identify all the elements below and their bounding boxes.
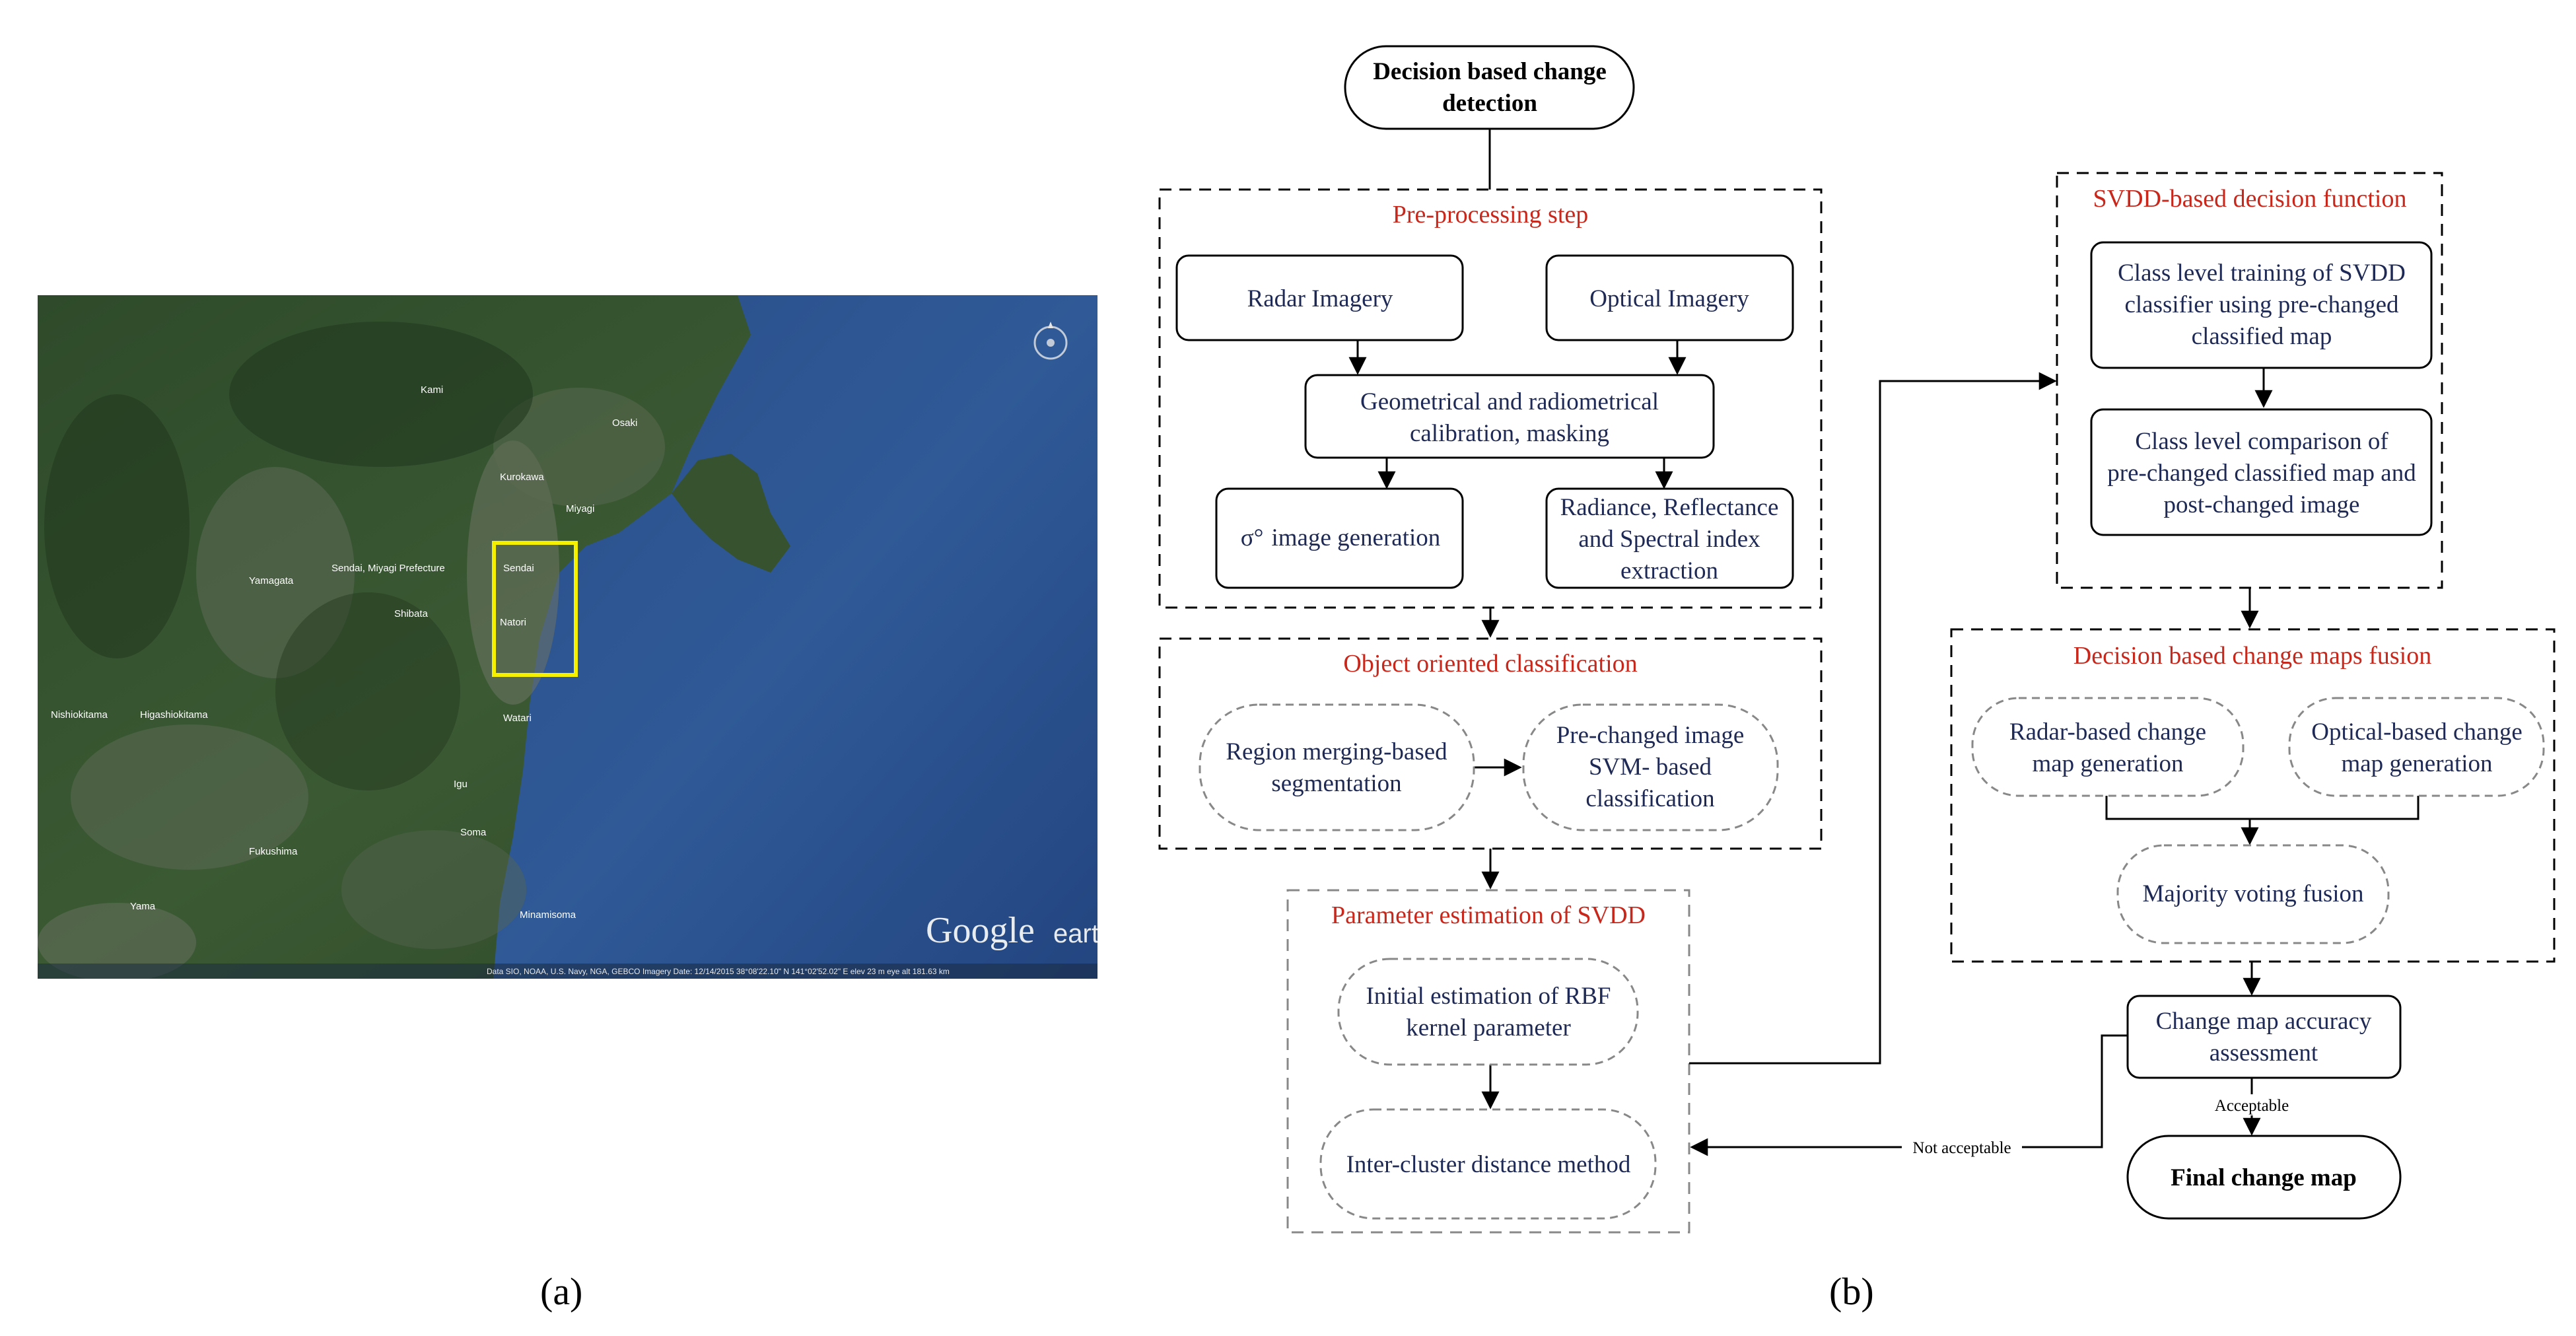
node-optical-imagery: Optical Imagery <box>1545 254 1794 341</box>
map-label-shibata: Shibata <box>394 608 429 619</box>
map-label-osaki: Osaki <box>612 417 637 429</box>
edge-label-not-acceptable: Not acceptable <box>1912 1139 2011 1157</box>
map-label-igu: Igu <box>454 779 468 790</box>
heading-preprocessing: Pre-processing step <box>1393 201 1589 229</box>
map-label-soma: Soma <box>460 827 487 838</box>
panel-label-a: (a) <box>540 1270 583 1313</box>
heading-svdd-decision: SVDD-based decision function <box>2093 185 2407 213</box>
edge-parameter-to-svdd <box>1689 372 2057 1065</box>
heading-fusion: Decision based change maps fusion <box>2073 642 2431 670</box>
svg-text:Google: Google <box>926 910 1035 951</box>
map-label-yama: Yama <box>130 901 156 912</box>
map-label-fukushima: Fukushima <box>249 846 298 857</box>
map-label-sendai-prefecture: Sendai, Miyagi Prefecture <box>331 563 445 574</box>
map-label-kami: Kami <box>421 384 443 396</box>
study-area-rectangle <box>492 541 578 677</box>
node-final-map: Final change map <box>2126 1135 2402 1220</box>
node-radar-imagery: Radar Imagery <box>1175 254 1464 341</box>
map-label-natori: Natori <box>500 617 526 628</box>
map-label-minamisoma: Minamisoma <box>520 909 576 921</box>
satellite-image: Yamagata Sendai, Miyagi Prefecture Senda… <box>38 295 1113 982</box>
heading-parameter-estimation: Parameter estimation of SVDD <box>1331 901 1646 929</box>
node-majority-voting: Majority voting fusion <box>2116 844 2390 944</box>
svg-text:Final change map: Final change map <box>2171 1164 2357 1191</box>
edge-not-acceptable <box>1690 1034 2128 1156</box>
map-label-watari: Watari <box>503 713 532 724</box>
edge-change-maps-join <box>2105 796 2419 820</box>
group-parameter-estimation <box>1286 889 1690 1234</box>
node-sigma-image: σ°image generation <box>1215 487 1464 589</box>
svg-text:Optical Imagery: Optical Imagery <box>1589 285 1749 312</box>
svg-text:Radar Imagery: Radar Imagery <box>1247 285 1393 312</box>
heading-object-oriented: Object oriented classification <box>1343 650 1637 678</box>
map-footer-text: Data SIO, NOAA, U.S. Navy, NGA, GEBCO Im… <box>487 967 950 976</box>
node-intercluster: Inter-cluster distance method <box>1319 1108 1657 1220</box>
map-label-miyagi: Miyagi <box>566 503 594 514</box>
map-label-yamagata: Yamagata <box>249 575 294 586</box>
svg-text:Inter-cluster distance method: Inter-cluster distance method <box>1346 1151 1631 1178</box>
panel-label-b: (b) <box>1829 1270 1874 1313</box>
google-earth-map: Yamagata Sendai, Miyagi Prefecture Senda… <box>38 295 1113 982</box>
map-label-sendai: Sendai <box>503 563 534 574</box>
edge-label-acceptable: Acceptable <box>2215 1097 2289 1115</box>
compass-icon[interactable] <box>1033 322 1068 360</box>
svg-text:Majority voting fusion: Majority voting fusion <box>2142 880 2363 907</box>
map-label-nishiokitama: Nishiokitama <box>51 709 108 721</box>
map-label-kurokawa: Kurokawa <box>500 472 544 483</box>
map-label-higashiokitama: Higashiokitama <box>140 709 208 721</box>
svg-text:σ°image generation: σ°image generation <box>1241 524 1441 551</box>
sigma-symbol: σ° <box>1241 524 1264 551</box>
